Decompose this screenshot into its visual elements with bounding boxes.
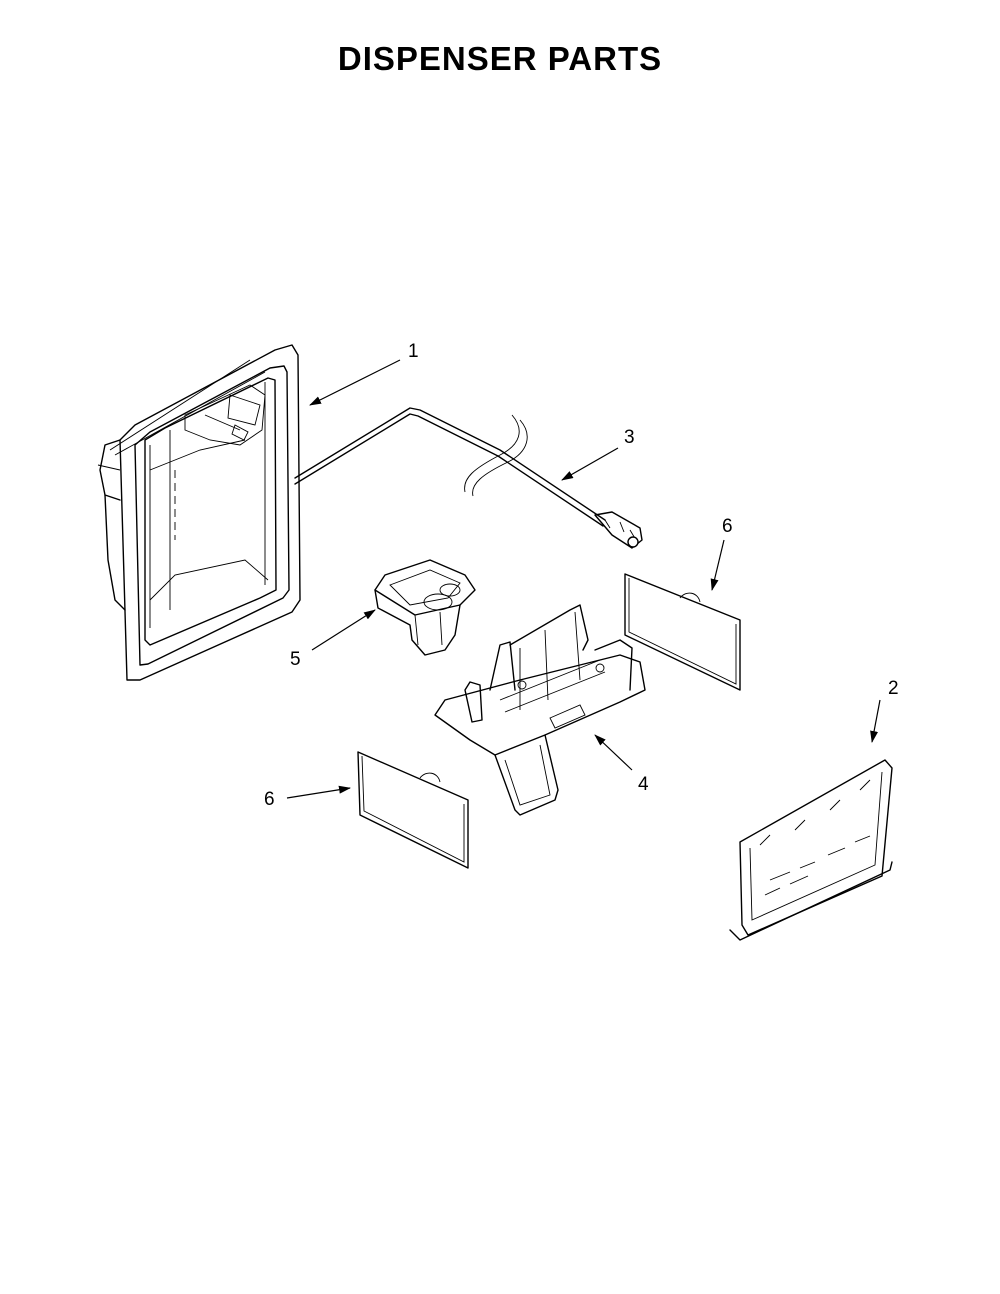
callout-3: 3 [624,427,635,448]
part-6-panel-right [624,573,741,691]
callout-5: 5 [290,649,301,670]
part-4-control-assembly [434,604,646,816]
leader-line-6a [710,539,725,591]
part-5-ice-module [374,559,476,656]
leader-line-5 [311,609,376,651]
part-1-dispenser-housing [97,344,301,681]
part-6-panel-left [357,751,469,869]
leader-line-3 [561,447,619,481]
callout-6-upper: 6 [722,516,733,537]
part-2-control-panel [729,759,893,941]
callout-4: 4 [638,774,649,795]
callout-6-lower: 6 [264,789,275,810]
leader-line-2 [870,699,881,743]
callout-1: 1 [408,341,419,362]
page-title: DISPENSER PARTS [337,40,663,77]
leader-line-1 [309,359,401,406]
part-3-water-tube [294,407,643,549]
leader-line-4 [594,734,633,771]
callout-2: 2 [888,678,899,699]
leader-line-6b [286,785,351,799]
